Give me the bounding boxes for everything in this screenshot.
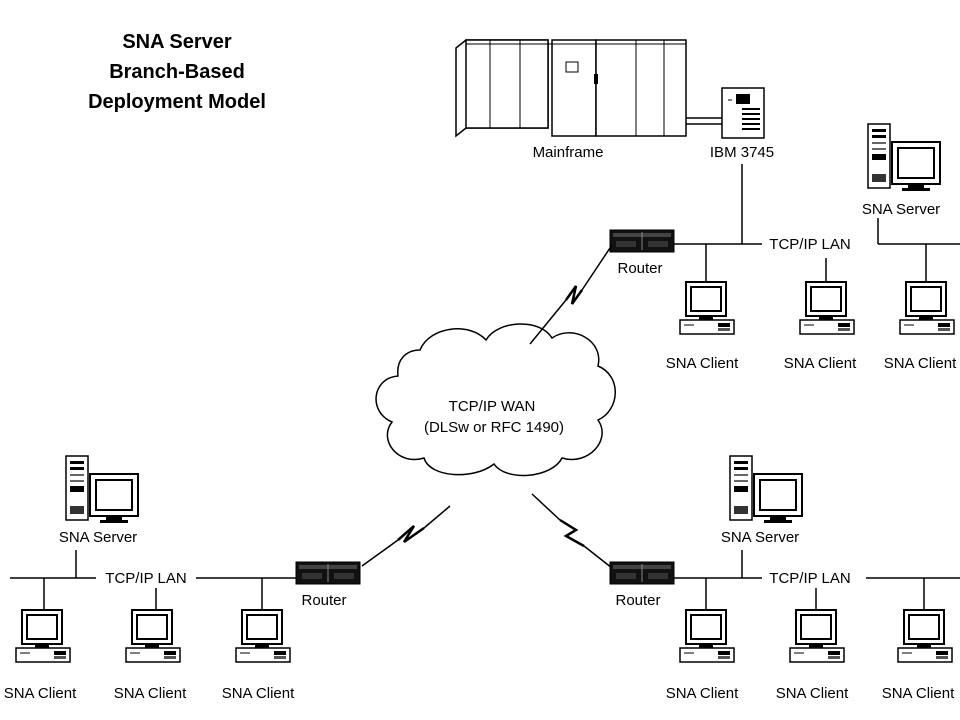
right-client-3-label: SNA Client	[882, 685, 955, 702]
left-client-3-label: SNA Client	[222, 685, 295, 702]
ibm-3745-icon	[721, 87, 765, 139]
wan-cloud-icon	[375, 323, 616, 477]
hub-router-label: Router	[617, 260, 662, 277]
left-router-label: Router	[301, 592, 346, 609]
hub-server-label: SNA Server	[862, 201, 940, 218]
hub-lan	[674, 164, 960, 282]
wan-label-line-2: (DLSw or RFC 1490)	[424, 419, 564, 436]
title-line-3: Deployment Model	[88, 91, 266, 113]
left-server-icon	[65, 455, 139, 524]
right-client-3-icon	[897, 609, 953, 663]
left-client-1-icon	[15, 609, 71, 663]
hub-client-3-icon	[899, 281, 955, 335]
title-line-2: Branch-Based	[109, 61, 245, 83]
right-router-label: Router	[615, 592, 660, 609]
title-line-1: SNA Server	[122, 31, 232, 53]
wan-label-line-1: TCP/IP WAN	[449, 398, 536, 415]
wan-link-left	[361, 505, 451, 567]
right-client-2-icon	[789, 609, 845, 663]
right-client-1-icon	[679, 609, 735, 663]
right-client-1-label: SNA Client	[666, 685, 739, 702]
right-client-2-label: SNA Client	[776, 685, 849, 702]
mainframe-icon	[455, 39, 687, 138]
left-client-3-icon	[235, 609, 291, 663]
hub-router-icon	[609, 229, 675, 253]
right-server-label: SNA Server	[721, 529, 799, 546]
mainframe-label: Mainframe	[533, 144, 604, 161]
hub-client-1-icon	[679, 281, 735, 335]
hub-client-2-label: SNA Client	[784, 355, 857, 372]
left-server-label: SNA Server	[59, 529, 137, 546]
hub-lan-label: TCP/IP LAN	[769, 236, 850, 253]
left-lan-label: TCP/IP LAN	[105, 570, 186, 587]
wan-link-right	[531, 493, 613, 569]
right-lan-label: TCP/IP LAN	[769, 570, 850, 587]
left-client-2-icon	[125, 609, 181, 663]
left-client-2-label: SNA Client	[114, 685, 187, 702]
right-branch-lan	[674, 550, 960, 610]
left-client-1-label: SNA Client	[4, 685, 77, 702]
diagram-title: SNA Server Branch-Based Deployment Model	[88, 31, 266, 113]
hub-server-icon	[867, 123, 941, 192]
left-router-icon	[295, 561, 361, 585]
wan-link-hub	[529, 244, 613, 345]
hub-client-1-label: SNA Client	[666, 355, 739, 372]
left-branch-lan	[10, 550, 296, 610]
ibm-3745-label: IBM 3745	[710, 144, 774, 161]
right-router-icon	[609, 561, 675, 585]
hub-client-2-icon	[799, 281, 855, 335]
right-server-icon	[729, 455, 803, 524]
hub-client-3-label: SNA Client	[884, 355, 957, 372]
